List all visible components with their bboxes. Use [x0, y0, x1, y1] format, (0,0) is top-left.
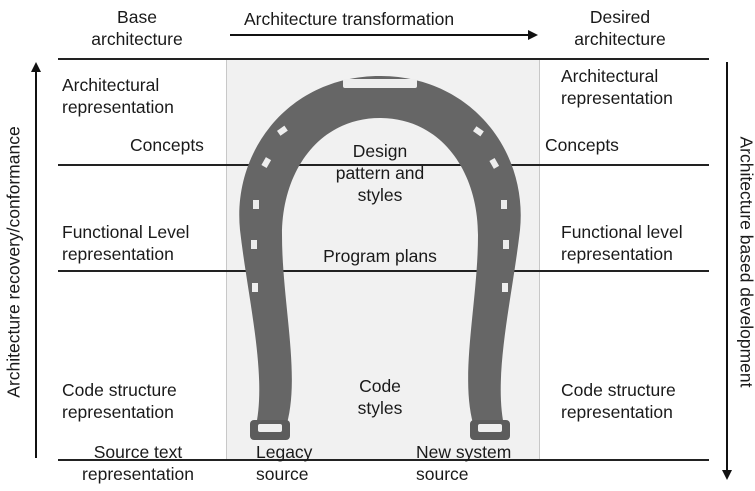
- right-arch-representation: Architectural representation: [561, 65, 673, 109]
- program-plans-label: Program plans: [323, 246, 437, 266]
- transformation-label: Architecture transformation: [244, 9, 455, 29]
- left-source-line-1: Source text: [93, 442, 183, 462]
- left-arch-line-2: representation: [62, 97, 174, 117]
- right-code-line-2: representation: [561, 402, 673, 422]
- new-system-line-2: source: [416, 464, 469, 484]
- right-functional-representation: Functional level representation: [561, 221, 683, 265]
- right-arch-line-1: Architectural: [561, 66, 659, 86]
- left-code-line-1: Code structure: [62, 380, 177, 400]
- legacy-line-1: Legacy: [256, 442, 313, 462]
- left-source-line-2: representation: [82, 464, 194, 484]
- horseshoe-icon: [239, 76, 521, 440]
- design-line-3: styles: [357, 185, 403, 205]
- desired-line-1: Desired: [589, 7, 651, 27]
- left-functional-representation: Functional Level representation: [62, 221, 189, 265]
- right-code-structure: Code structure representation: [561, 379, 676, 423]
- code-styles-label: Code styles: [340, 375, 420, 419]
- left-code-structure: Code structure representation: [62, 379, 177, 423]
- level-line-functional: [58, 270, 709, 272]
- design-line-1: Design: [352, 141, 408, 161]
- left-source-text: Source text representation: [58, 441, 218, 485]
- left-code-line-2: representation: [62, 402, 174, 422]
- left-func-line-1: Functional Level: [62, 222, 190, 242]
- right-arch-line-2: representation: [561, 88, 673, 108]
- base-line-1: Base: [117, 7, 157, 27]
- desired-architecture-label: Desired architecture: [540, 6, 700, 50]
- level-line-top: [58, 58, 709, 60]
- right-concepts: Concepts: [545, 135, 619, 155]
- desired-line-2: architecture: [574, 29, 666, 49]
- design-patterns-label: Design pattern and styles: [320, 140, 440, 206]
- left-arch-representation: Architectural representation: [62, 74, 174, 118]
- recovery-axis-label: Architecture recovery/conformance: [3, 126, 24, 398]
- level-line-concepts: [58, 164, 709, 166]
- legacy-line-2: source: [256, 464, 309, 484]
- base-line-2: architecture: [91, 29, 183, 49]
- right-code-line-1: Code structure: [561, 380, 676, 400]
- left-concepts: Concepts: [130, 135, 204, 155]
- right-func-line-2: representation: [561, 244, 673, 264]
- code-styles-line-2: styles: [357, 398, 403, 418]
- right-func-line-1: Functional level: [561, 222, 683, 242]
- left-func-line-2: representation: [62, 244, 174, 264]
- design-line-2: pattern and: [335, 163, 425, 183]
- base-architecture-label: Base architecture: [62, 6, 212, 50]
- left-arch-line-1: Architectural: [62, 75, 160, 95]
- new-system-source-label: New system source: [416, 441, 511, 485]
- new-system-line-1: New system: [416, 442, 512, 462]
- level-line-code: [58, 459, 709, 461]
- development-axis-label: Architecture based development: [736, 136, 755, 388]
- legacy-source-label: Legacy source: [256, 441, 312, 485]
- code-styles-line-1: Code: [359, 376, 401, 396]
